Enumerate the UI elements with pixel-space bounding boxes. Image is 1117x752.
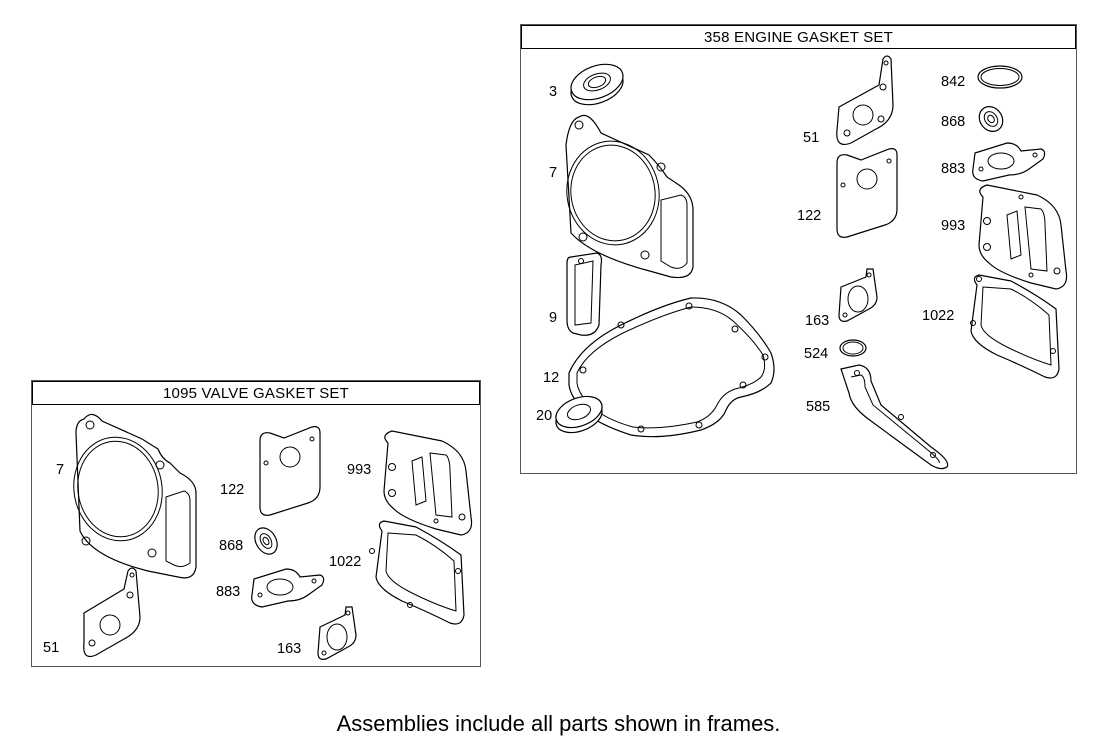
part-883-gasket — [251, 568, 325, 608]
part-7-head-gasket — [73, 413, 197, 579]
part-1022-cover-gasket — [369, 520, 465, 625]
valve-gasket-set-title: 1095 VALVE GASKET SET — [32, 381, 480, 405]
part-524-o-ring — [839, 339, 867, 357]
part-122-gasket — [259, 426, 321, 516]
part-label-1022: 1022 — [922, 308, 954, 324]
part-1022-cover-gasket — [970, 274, 1060, 379]
part-51-gasket — [83, 567, 141, 658]
part-label-883: 883 — [941, 161, 965, 177]
part-868-valve-seal — [978, 106, 1004, 132]
part-label-12: 12 — [543, 370, 559, 386]
part-163-gasket — [317, 606, 357, 660]
valve-gasket-set-frame: 1095 VALVE GASKET SET 7 122 993 868 1022… — [31, 380, 481, 667]
part-12-crankcase-gasket — [568, 297, 775, 438]
engine-gasket-set-title: 358 ENGINE GASKET SET — [521, 25, 1076, 49]
engine-gasket-set-frame: 358 ENGINE GASKET SET 3 7 9 12 20 51 122… — [520, 24, 1077, 474]
part-9-gasket — [566, 252, 603, 336]
part-label-1022: 1022 — [329, 554, 361, 570]
part-3-oil-seal — [570, 63, 624, 106]
part-label-20: 20 — [536, 408, 552, 424]
part-993-valve-cover-gasket — [978, 184, 1068, 290]
part-label-585: 585 — [806, 399, 830, 415]
part-label-7: 7 — [549, 165, 557, 181]
engine-gasket-diagram: 3 7 9 12 20 51 122 163 524 585 842 868 8… — [536, 55, 1068, 470]
part-842-ring — [977, 65, 1023, 89]
part-51-gasket — [836, 55, 894, 146]
part-868-valve-seal — [254, 527, 278, 555]
part-label-842: 842 — [941, 74, 965, 90]
part-label-163: 163 — [277, 641, 301, 657]
part-label-868: 868 — [219, 538, 243, 554]
part-163-gasket — [838, 268, 878, 322]
part-883-gasket — [972, 142, 1046, 182]
part-7-head-gasket — [565, 114, 694, 279]
part-label-163: 163 — [805, 313, 829, 329]
part-20-oil-seal — [555, 395, 603, 434]
part-label-993: 993 — [347, 462, 371, 478]
part-label-51: 51 — [43, 640, 59, 656]
part-label-7: 7 — [56, 462, 64, 478]
part-label-122: 122 — [220, 482, 244, 498]
part-993-valve-cover-gasket — [383, 430, 473, 536]
part-label-993: 993 — [941, 218, 965, 234]
part-label-868: 868 — [941, 114, 965, 130]
part-label-51: 51 — [803, 130, 819, 146]
part-585-gasket — [840, 364, 949, 470]
valve-gasket-diagram: 7 122 993 868 1022 883 51 163 — [43, 413, 473, 660]
part-122-gasket — [836, 148, 898, 238]
part-label-3: 3 — [549, 84, 557, 100]
footer-note: Assemblies include all parts shown in fr… — [336, 711, 781, 736]
part-label-9: 9 — [549, 310, 557, 326]
part-label-524: 524 — [804, 346, 828, 362]
part-label-122: 122 — [797, 208, 821, 224]
part-label-883: 883 — [216, 584, 240, 600]
